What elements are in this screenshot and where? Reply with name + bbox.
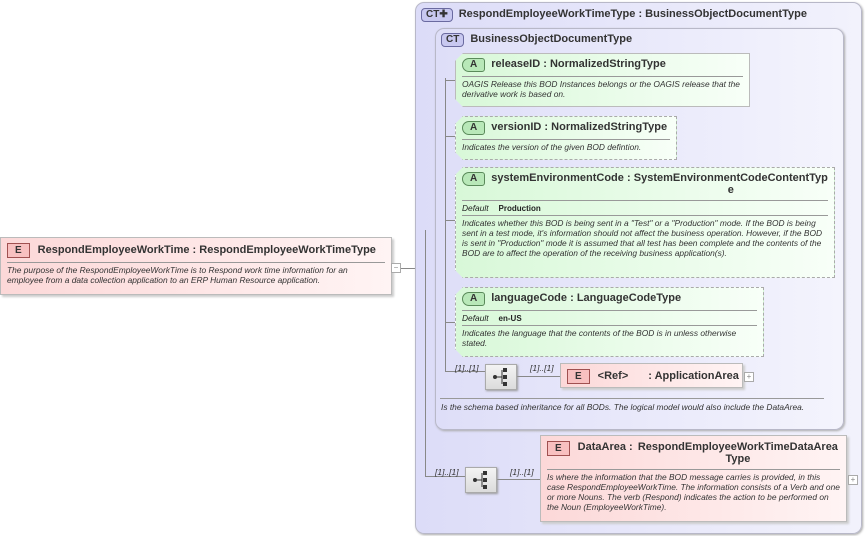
sequence-icon[interactable]: [465, 467, 497, 493]
default-value: en-US: [498, 314, 522, 323]
connector: [425, 230, 426, 476]
cardinality: [1]..[1]: [530, 363, 554, 373]
attribute-doc: OAGIS Release this BOD Instances belongs…: [462, 79, 740, 99]
ct-icon: CT: [441, 33, 465, 47]
element-badge: E: [567, 369, 590, 384]
element-doc: Is where the information that the BOD me…: [547, 472, 840, 512]
cardinality: [1]..[1]: [435, 467, 459, 477]
attribute-doc: Indicates the version of the given BOD d…: [462, 142, 642, 152]
cardinality: [1]..[1]: [455, 363, 479, 373]
inner-type-doc: Is the schema based inheritance for all …: [441, 402, 805, 412]
outer-type-base: BusinessObjectDocumentType: [645, 8, 807, 20]
element-application-area[interactable]: E<Ref>: ApplicationArea: [560, 363, 743, 388]
attribute-icon: A: [462, 292, 485, 306]
element-name: RespondEmployeeWorkTime: [37, 244, 190, 256]
attribute-icon: A: [462, 121, 485, 135]
element-type: RespondEmployeeWorkTimeType: [199, 244, 376, 256]
element-badge: E: [7, 243, 30, 258]
attribute-icon: A: [462, 172, 485, 186]
attribute-icon: A: [462, 58, 485, 72]
ct-extension-icon: CT✚: [421, 8, 453, 22]
inner-type-name: BusinessObjectDocumentType: [470, 33, 633, 45]
outer-type-header: CT✚RespondEmployeeWorkTimeType : Busines…: [421, 8, 807, 22]
element-doc: The purpose of the RespondEmployeeWorkTi…: [7, 265, 348, 285]
inner-type-header: CT BusinessObjectDocumentType: [441, 33, 632, 47]
collapse-button[interactable]: −: [391, 263, 401, 273]
default-value: Production: [498, 204, 541, 213]
expand-button[interactable]: +: [848, 475, 858, 485]
expand-button[interactable]: +: [744, 372, 754, 382]
outer-type-name: RespondEmployeeWorkTimeType: [458, 8, 636, 20]
attribute-doc: Indicates whether this BOD is being sent…: [462, 218, 823, 258]
connector: [400, 268, 425, 269]
attribute-doc: Indicates the language that the contents…: [462, 328, 737, 348]
connector: [445, 78, 446, 371]
sequence-icon[interactable]: [485, 364, 517, 390]
element-badge: E: [547, 441, 570, 456]
cardinality: [1]..[1]: [510, 467, 534, 477]
